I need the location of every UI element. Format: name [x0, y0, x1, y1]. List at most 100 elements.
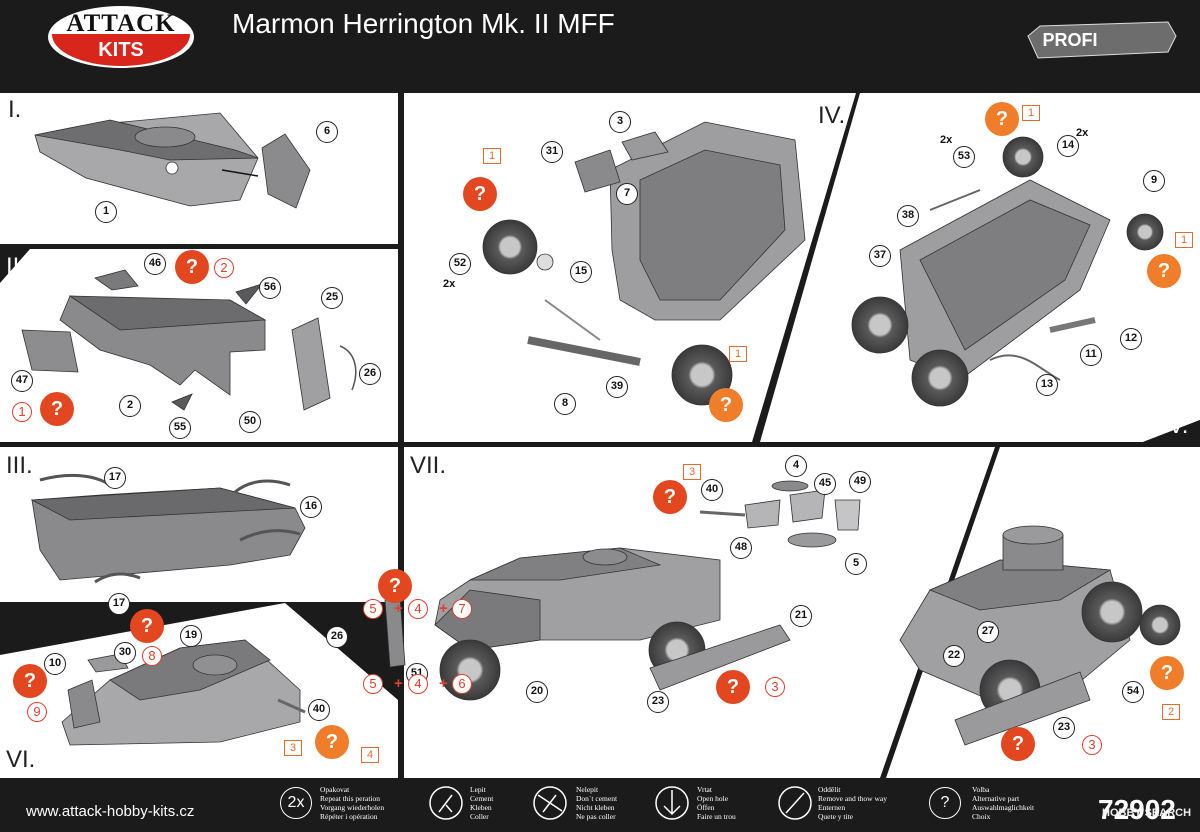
plus-sign: +: [439, 675, 448, 692]
part-callout: 12: [1120, 328, 1142, 350]
part-callout: 6: [316, 121, 338, 143]
alternative-icon: ?: [929, 787, 961, 819]
option-ref-square: 2: [1162, 704, 1180, 720]
option-ref-square: 1: [483, 148, 501, 164]
option-ref-circle: 2: [214, 258, 234, 278]
alternative-part-icon: ?: [40, 392, 74, 426]
step-label-9: IX.: [1137, 456, 1167, 483]
option-ref-circle: 4: [408, 599, 428, 619]
part-callout: 2: [119, 395, 141, 417]
step2-drawing: [21, 269, 357, 411]
part-callout: 10: [44, 653, 66, 675]
alternative-part-icon: ?: [463, 177, 497, 211]
part-callout: 56: [259, 277, 281, 299]
part-callout: 19: [180, 625, 202, 647]
repeat-icon: 2x: [280, 787, 312, 819]
part-callout: 23: [1053, 717, 1075, 739]
part-callout: 21: [790, 605, 812, 627]
alternative-part-icon: ?: [1147, 254, 1181, 288]
page-title: Marmon Herrington Mk. II MFF: [232, 8, 615, 39]
option-ref-circle: 3: [1082, 735, 1102, 755]
part-callout: 45: [814, 473, 836, 495]
part-callout: 30: [114, 642, 136, 664]
legend-icons: [429, 786, 812, 820]
part-callout: 54: [1122, 681, 1144, 703]
option-ref-circle: 3: [765, 677, 785, 697]
step6-drawing: [61, 639, 306, 746]
part-callout: 3: [609, 111, 631, 133]
repeat-label: 2x: [940, 134, 953, 146]
alternative-part-icon: ?: [716, 670, 750, 704]
part-callout: 27: [977, 621, 999, 643]
option-ref-circle: 5: [363, 674, 383, 694]
step-label-7: VII.: [410, 452, 447, 479]
part-callout: 52: [449, 253, 471, 275]
part-callout: 55: [169, 417, 191, 439]
part-callout: 40: [308, 699, 330, 721]
part-callout: 47: [11, 370, 33, 392]
plus-sign: +: [394, 675, 403, 692]
repeat-label: 2x: [1076, 127, 1089, 139]
part-callout: 17: [104, 467, 126, 489]
part-callout: 31: [541, 141, 563, 163]
alternative-part-icon: ?: [985, 102, 1019, 136]
step-label-1: I.: [8, 96, 22, 123]
alternative-part-icon: ?: [653, 480, 687, 514]
part-callout: 26: [359, 363, 381, 385]
plus-sign: +: [394, 600, 403, 617]
part-callout: 5: [845, 553, 867, 575]
part-callout: 50: [239, 411, 261, 433]
alternative-part-icon: ?: [175, 250, 209, 284]
step7-vehicle: [384, 480, 861, 701]
step-label-4: IV.: [818, 102, 846, 129]
option-ref-circle: 8: [142, 646, 162, 666]
part-callout: 13: [1036, 374, 1058, 396]
option-ref-square: 1: [1175, 232, 1193, 248]
part-callout: 4: [785, 455, 807, 477]
profi-badge: PROFI: [1042, 30, 1098, 50]
part-callout: 38: [897, 205, 919, 227]
option-ref-square: 3: [284, 740, 302, 756]
part-callout: 46: [144, 253, 166, 275]
logo-text-kits: KITS: [98, 39, 144, 61]
step-label-2: II.: [6, 253, 27, 280]
logo-text-attack: ATTACK: [66, 10, 176, 37]
part-callout: 8: [554, 393, 576, 415]
plus-sign: +: [439, 600, 448, 617]
alternative-part-icon: ?: [130, 609, 164, 643]
alternative-part-icon: ?: [709, 388, 743, 422]
option-ref-square: 3: [683, 464, 701, 480]
alternative-part-icon: ?: [13, 664, 47, 698]
part-callout: 26: [326, 626, 348, 648]
step3-drawing: [30, 474, 306, 584]
alternative-part-icon: ?: [315, 725, 349, 759]
part-callout: 9: [1143, 170, 1165, 192]
step1-drawing: [34, 112, 311, 209]
part-callout: 48: [730, 537, 752, 559]
option-ref-circle: 5: [363, 599, 383, 619]
option-ref-square: 1: [1022, 105, 1040, 121]
website-link[interactable]: www.attack-hobby-kits.cz: [26, 803, 195, 820]
part-callout: 37: [869, 245, 891, 267]
part-callout: 25: [321, 287, 343, 309]
option-ref-square: 1: [729, 346, 747, 362]
step4-chassis: [482, 121, 806, 406]
part-callout: 53: [953, 146, 975, 168]
option-ref-circle: 6: [452, 674, 472, 694]
part-callout: 49: [849, 471, 871, 493]
part-callout: 23: [647, 691, 669, 713]
step-label-3: III.: [6, 452, 33, 479]
part-callout: 15: [570, 261, 592, 283]
option-ref-circle: 9: [27, 702, 47, 722]
option-ref-circle: 4: [408, 674, 428, 694]
watermark-text: HOBBY SEARCH: [1102, 807, 1192, 819]
step4b-chassis: [851, 136, 1164, 407]
corner-step-5: [1143, 420, 1200, 447]
part-callout: 20: [526, 681, 548, 703]
